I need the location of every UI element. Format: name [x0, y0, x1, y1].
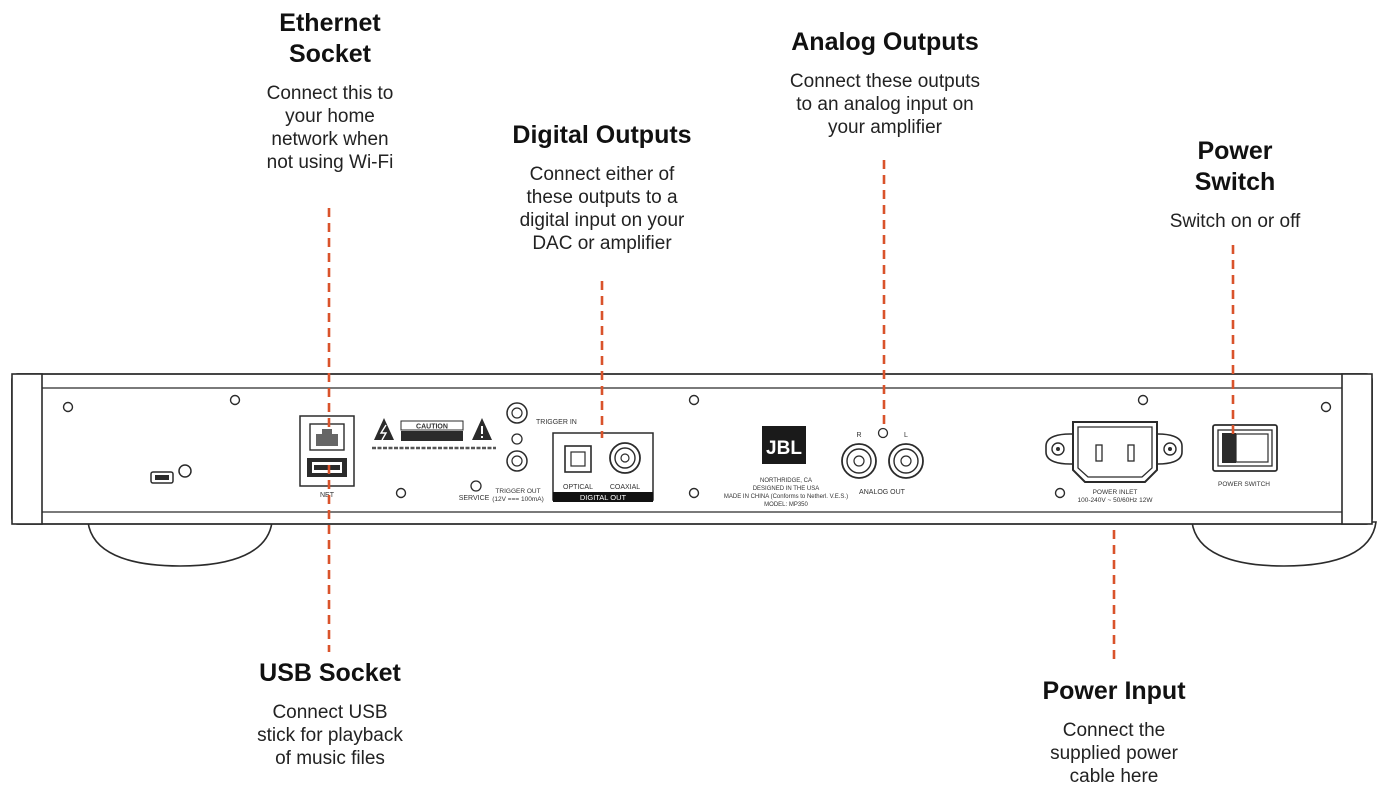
ethernet-socket-description: Connect this to your home network when n… [266, 83, 394, 173]
optical-label: OPTICAL [563, 484, 593, 491]
brand-label: JBL [766, 438, 802, 459]
power-inlet [1045, 421, 1183, 483]
screw [1054, 487, 1066, 499]
power-inlet-label: POWER INLET [1093, 489, 1138, 496]
power-switch-label: POWER SWITCH [1218, 481, 1270, 488]
right-foot [1191, 521, 1377, 567]
analog-out-r-jack [841, 443, 877, 479]
power-switch-callout: Power Switch Switch on or off [1140, 136, 1330, 233]
analog-outputs-description: Connect these outputs to an analog input… [789, 71, 981, 138]
info-line-1: NORTHRIDGE, CA [760, 478, 812, 484]
screw [1320, 401, 1332, 413]
ethernet-socket-title: Ethernet Socket [279, 9, 381, 68]
ethernet-socket-callout: Ethernet Socket Connect this to your hom… [220, 8, 440, 174]
analog-out-l-jack [888, 443, 924, 479]
info-line-3: MADE IN CHINA (Conforms to Netherl. V.E.… [724, 494, 848, 500]
digital-outputs-title: Digital Outputs [512, 121, 692, 149]
screw [1137, 394, 1149, 406]
coaxial-label: COAXIAL [610, 484, 640, 491]
power-switch-description: Switch on or off [1169, 211, 1301, 232]
usb-socket-description: Connect USB stick for playback of music … [257, 702, 403, 769]
reset-hole [178, 464, 192, 478]
service-label: SERVICE [459, 495, 490, 502]
usb-socket-title: USB Socket [259, 659, 401, 687]
trigger-in-label: TRIGGER IN [536, 419, 577, 426]
service-port [470, 480, 482, 492]
analog-out-label: ANALOG OUT [859, 489, 906, 496]
digital-outputs-callout: Digital Outputs Connect either of these … [472, 120, 732, 255]
usb-socket-callout: USB Socket Connect USB stick for playbac… [220, 658, 440, 770]
screw [395, 487, 407, 499]
info-line-2: DESIGNED IN THE USA [753, 486, 820, 492]
power-input-callout: Power Input Connect the supplied power c… [1004, 676, 1224, 788]
caution-sticker: CAUTION [372, 418, 496, 450]
net-label: NET [320, 492, 335, 499]
digital-outputs-description: Connect either of these outputs to a dig… [519, 164, 685, 254]
left-foot [87, 521, 273, 567]
channel-l-label: L [904, 432, 908, 439]
trigger-out-spec: (12V === 100mA) [492, 496, 544, 503]
digital-out-label: DIGITAL OUT [580, 493, 627, 502]
caution-label: CAUTION [416, 424, 448, 431]
power-inlet-spec: 100-240V ~ 50/60Hz 12W [1078, 497, 1154, 504]
jbl-logo [762, 426, 806, 464]
analog-indicator [877, 427, 889, 439]
channel-r-label: R [856, 432, 861, 439]
power-switch-title: Power Switch [1194, 137, 1276, 196]
power-switch [1212, 424, 1278, 472]
power-input-title: Power Input [1042, 677, 1186, 705]
power-input-description: Connect the supplied power cable here [1050, 720, 1178, 787]
left-end-cap [11, 373, 43, 525]
right-end-cap [1341, 373, 1373, 525]
model-label: MODEL: MP350 [764, 502, 808, 508]
analog-outputs-title: Analog Outputs [791, 28, 979, 56]
screw [688, 487, 700, 499]
analog-outputs-callout: Analog Outputs Connect these outputs to … [750, 27, 1020, 139]
screw [229, 394, 241, 406]
screw [688, 394, 700, 406]
screw [62, 401, 74, 413]
trigger-led [511, 433, 523, 445]
trigger-out-label: TRIGGER OUT [495, 488, 540, 495]
